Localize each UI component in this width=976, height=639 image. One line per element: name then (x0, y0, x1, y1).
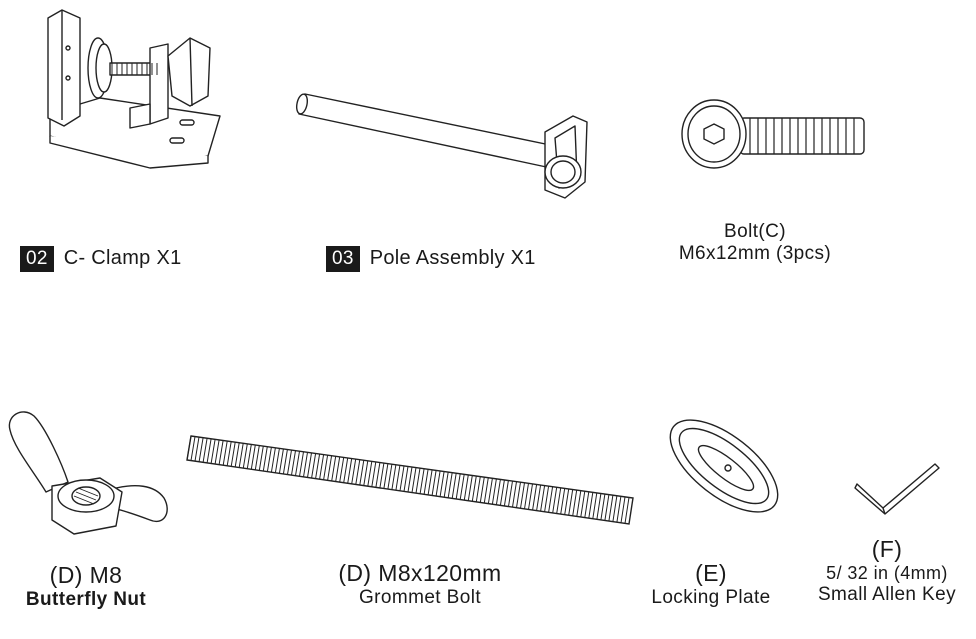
butterfly-nut-illustration (4, 408, 172, 538)
allen-key-title: (F) (871, 536, 903, 562)
grommet-bolt-name: Grommet Bolt (359, 587, 481, 608)
c-clamp-illustration (40, 8, 230, 163)
grommet-bolt-caption: (D) M8x120mm Grommet Bolt (300, 560, 540, 609)
bolt-c-illustration (680, 96, 870, 176)
allen-key-size: 5/ 32 in (4mm) (826, 563, 948, 583)
bolt-c-title: Bolt(C) (724, 221, 786, 242)
grommet-bolt-title: (D) M8x120mm (338, 560, 502, 586)
c-clamp-text: C- Clamp X1 (63, 247, 182, 269)
allen-key-caption: (F) 5/ 32 in (4mm) Small Allen Key (802, 536, 972, 606)
locking-plate-title: (E) (695, 560, 727, 586)
c-clamp-label: 02 C- Clamp X1 (20, 246, 182, 272)
pole-assembly-part-number: 03 (326, 246, 360, 272)
butterfly-nut-caption: (D) M8 Butterfly Nut (6, 562, 166, 611)
c-clamp-part-number: 02 (20, 246, 54, 272)
locking-plate-illustration (660, 410, 790, 525)
allen-key-illustration (855, 462, 943, 520)
pole-assembly-illustration (295, 86, 595, 206)
pole-assembly-label: 03 Pole Assembly X1 (326, 246, 536, 272)
pole-assembly-text: Pole Assembly X1 (369, 247, 536, 269)
allen-key-name: Small Allen Key (817, 584, 956, 605)
locking-plate-caption: (E) Locking Plate (636, 560, 786, 609)
bolt-c-caption: Bolt(C) M6x12mm (3pcs) (660, 221, 850, 265)
bolt-c-spec: M6x12mm (3pcs) (678, 243, 832, 264)
butterfly-nut-name: Butterfly Nut (25, 589, 147, 610)
grommet-bolt-illustration (185, 430, 635, 530)
butterfly-nut-title: (D) M8 (49, 562, 123, 588)
locking-plate-name: Locking Plate (651, 587, 771, 608)
